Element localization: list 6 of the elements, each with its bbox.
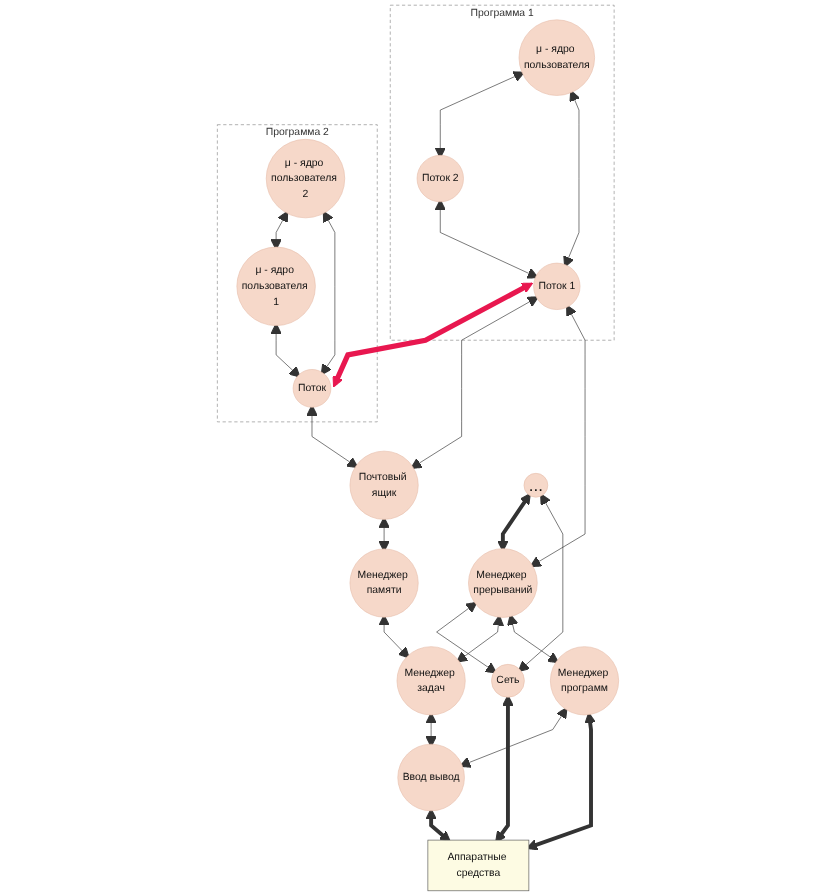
arrow — [425, 808, 451, 843]
arrow — [497, 492, 531, 552]
arrow — [525, 712, 596, 851]
arrow — [495, 694, 514, 843]
node-circle: ... — [523, 473, 549, 498]
arrow — [332, 282, 534, 388]
